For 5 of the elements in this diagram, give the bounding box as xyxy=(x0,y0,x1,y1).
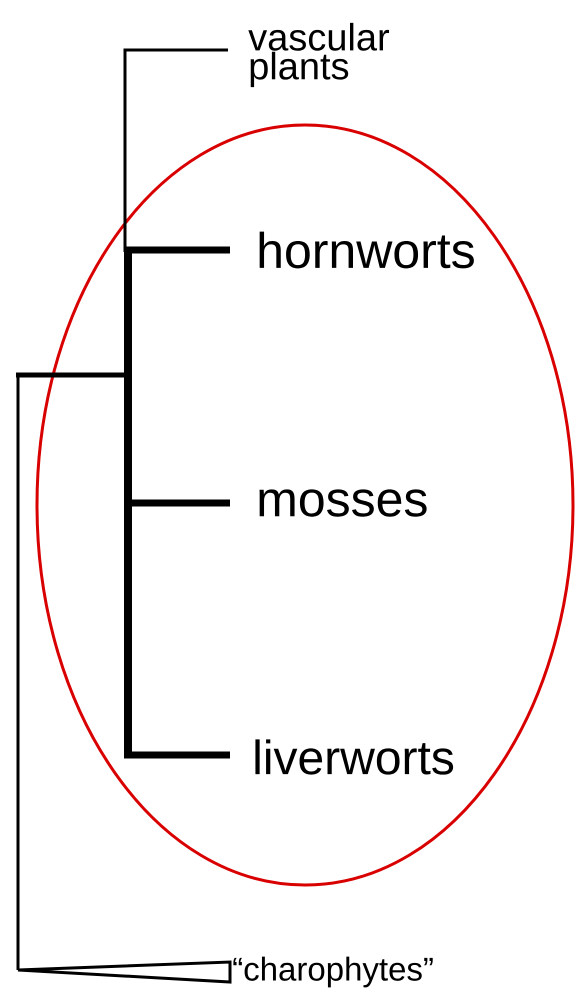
taxon-label: hornworts xyxy=(260,232,474,268)
taxon-label: mosses xyxy=(260,489,427,517)
taxon-label: liverworts xyxy=(255,739,454,775)
taxon-label: vascular plants xyxy=(248,22,390,88)
taxon-label: “charophytes” xyxy=(233,956,433,988)
